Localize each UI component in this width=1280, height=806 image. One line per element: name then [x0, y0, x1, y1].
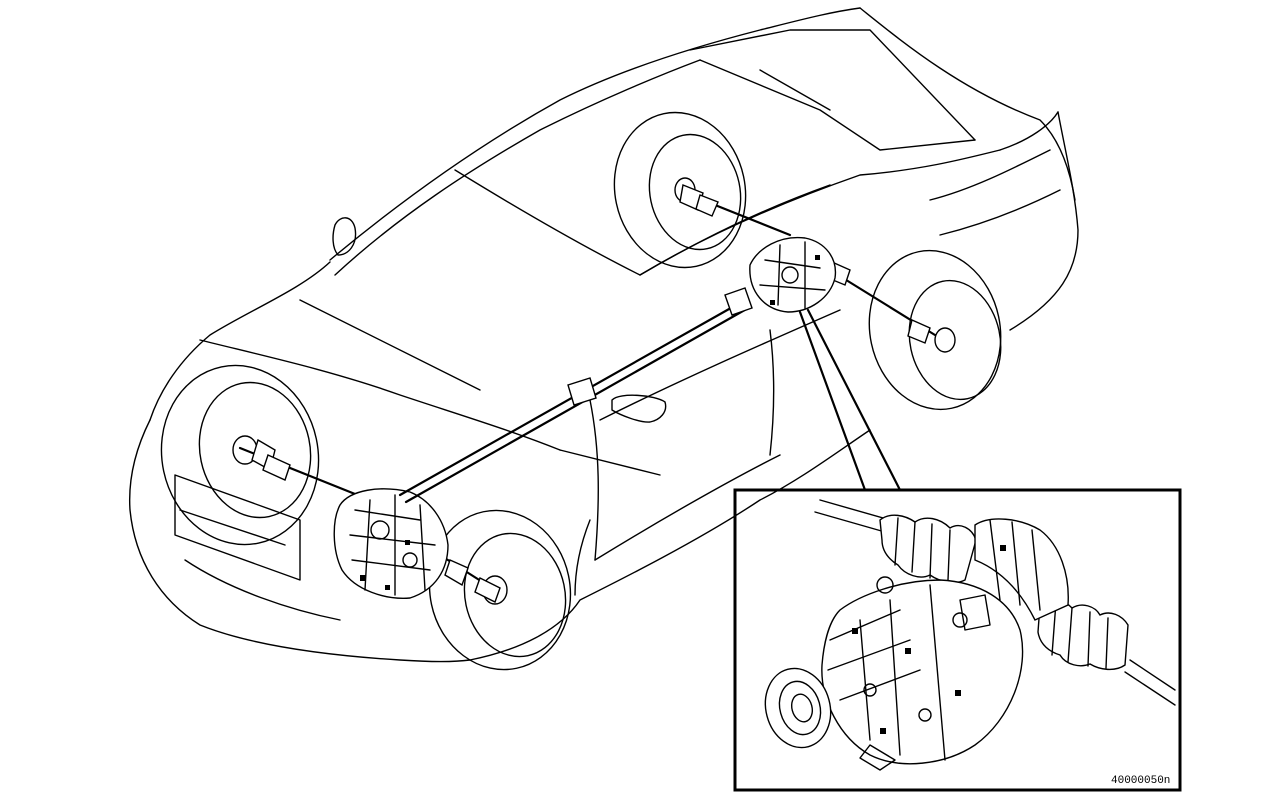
figure-reference-code: 40000050n — [1111, 775, 1170, 787]
propeller-shaft — [398, 287, 753, 504]
detail-inset-frame — [733, 488, 1182, 792]
detail-rear-differential — [764, 499, 1176, 771]
rear-differential — [749, 236, 837, 313]
callout-leader-lines — [798, 308, 902, 492]
front-transaxle — [333, 488, 449, 599]
wheel-front-left — [160, 364, 320, 546]
wheel-rear-right — [868, 249, 1002, 411]
front-axle-shafts — [238, 438, 501, 603]
